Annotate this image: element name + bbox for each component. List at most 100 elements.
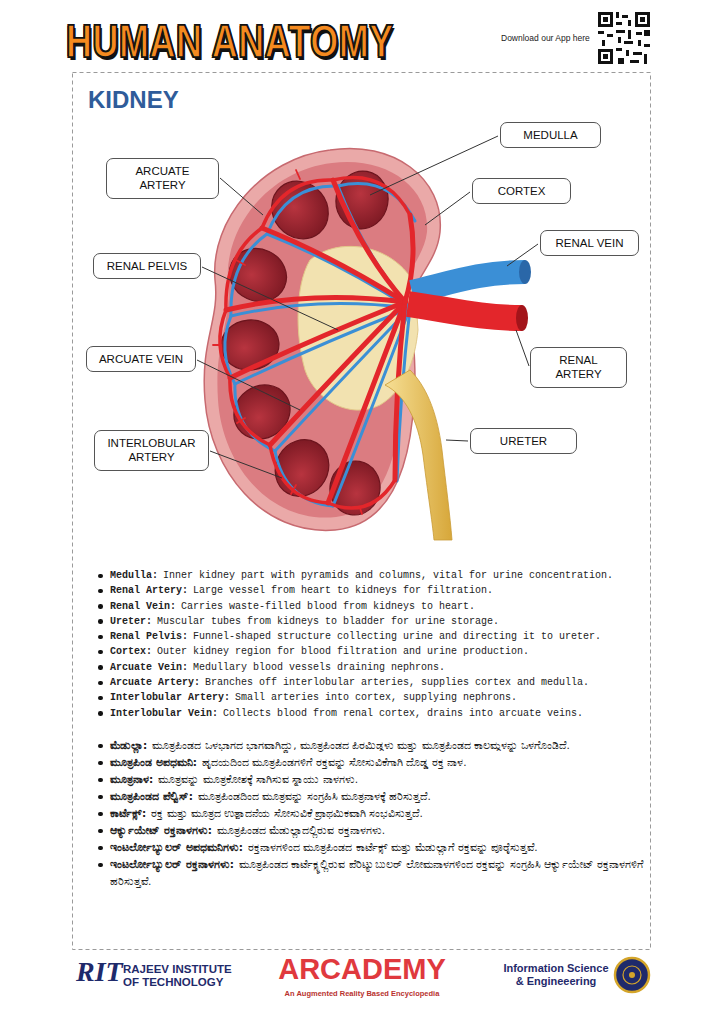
kannada-glossary: ಮೆಡುಲ್ಲಾ: ಮೂತ್ರಪಿಂಡದ ಒಳಭಾಗದ ಭಾಗವಾಗಿದ್ದು, …: [96, 737, 644, 890]
kidney-drawing-part-part-part: [236, 260, 245, 265]
kidney-drawing-part: [412, 272, 525, 292]
kidney-drawing-part-part: [220, 178, 410, 509]
kidney-drawing-part: [519, 260, 531, 284]
kidney-drawing-part-part-part: [220, 310, 230, 378]
glossary-term: ಮೂತ್ರನಾಳ:: [110, 773, 153, 785]
part-label: ARCUATE ARTERY: [113, 164, 212, 193]
kidney-drawing-part-part: [226, 180, 413, 503]
glossary-definition: Carries waste-filled blood from kidneys …: [181, 601, 475, 612]
bullet-dot: [98, 574, 103, 579]
bullet-dot: [98, 863, 103, 868]
bullet-dot: [98, 812, 103, 817]
qr-code-part: [628, 30, 631, 39]
list-item: Interlobular Artery:Small arteries into …: [96, 690, 644, 705]
kidney-drawing-part-part-part: [328, 302, 405, 503]
kidney-drawing-part-part: [213, 170, 362, 514]
part-label: RENAL PELVIS: [100, 259, 194, 273]
kidney-drawing-part-part: [267, 186, 338, 234]
glossary-definition: Funnel-shaped structure collecting urine…: [193, 631, 601, 642]
kidney-drawing-part-part: [235, 384, 275, 451]
part-label-box: URETER: [470, 428, 577, 454]
kidney-drawing-part: [217, 162, 427, 518]
section-heading: KIDNEY: [88, 86, 179, 114]
glossary-term: Arcuate Artery:: [110, 677, 200, 688]
glossary-term: Ureter:: [110, 616, 152, 627]
kidney-drawing-part-part-part: [262, 180, 333, 228]
kidney-drawing-part-part-part: [291, 485, 296, 494]
qr-code-part: [601, 15, 610, 24]
bullet-dot: [98, 711, 103, 716]
kidney-drawing: [204, 148, 531, 540]
part-label: MEDULLA: [507, 128, 594, 142]
qr-code-part: [644, 30, 650, 36]
qr-code-part: [644, 44, 650, 47]
kidney-drawing-part-part-part: [262, 228, 405, 302]
leader-lines-part: [425, 192, 470, 225]
glossary-definition: Collects blood from renal cortex, drains…: [223, 708, 583, 719]
glossary-term: Renal Vein:: [110, 601, 176, 612]
glossary-term: Renal Pelvis:: [110, 631, 188, 642]
qr-code-part: [607, 34, 613, 37]
list-item: Cortex:Outer kidney region for blood fil…: [96, 644, 644, 659]
part-label-box: ARCUATE ARTERY: [106, 158, 219, 199]
kidney-drawing-part-part-part: [333, 178, 410, 215]
qr-code-part: [638, 40, 641, 46]
kidney-drawing-part: [213, 170, 413, 514]
kidney-drawing-part-part-part: [226, 228, 262, 310]
kidney-drawing-part-part-part: [328, 480, 395, 508]
institute-name: RAJEEV INSTITUTE OF TECHNOLOGY: [123, 963, 243, 988]
glossary-definition: Outer kidney region for blood filtration…: [157, 646, 529, 657]
kidney-drawing-part-part-part: [333, 180, 405, 302]
kidney-drawing-part-part: [338, 186, 410, 308]
glossary-definition: ಮೂತ್ರಪಿಂಡದ ಮೆಡುಲ್ಲಾದಲ್ಲಿರುವ ರಕ್ತನಾಳಗಳು.: [217, 824, 385, 836]
qr-code-part: [640, 17, 645, 22]
list-item: Medulla:Inner kidney part with pyramids …: [96, 568, 644, 583]
glossary-definition: Large vessel from heart to kidneys for f…: [193, 585, 493, 596]
kidney-drawing-part: [225, 184, 415, 506]
leader-lines-part: [516, 330, 529, 366]
qr-code-part: [616, 12, 619, 18]
kidney-drawing-part: [204, 148, 440, 530]
qr-code: [598, 12, 650, 64]
qr-code-part: [636, 32, 642, 35]
glossary-term: ಮೂತ್ರಪಿಂಡದ ಪೆಲ್ವಿಸ್:: [110, 790, 193, 802]
part-label: CORTEX: [479, 184, 564, 198]
part-label-box: INTERLOBULAR ARTERY: [94, 430, 209, 471]
kidney-drawing-part-part-part: [270, 302, 405, 445]
kidney-drawing-part-part-part: [213, 344, 221, 346]
bullet-dot: [98, 604, 103, 609]
qr-code-part: [638, 15, 647, 24]
qr-code-part: [603, 17, 608, 22]
part-label-box: ARCUATE VEIN: [86, 346, 196, 372]
bullet-dot: [98, 589, 103, 594]
brand-tagline: An Augmented Reality Based Encyclopedia: [262, 989, 462, 998]
kidney-drawing-part-part: [260, 170, 340, 251]
qr-code-part: [633, 52, 642, 55]
kidney-drawing-part-part-part: [237, 418, 245, 423]
part-label-box: CORTEX: [472, 178, 571, 204]
glossary-definition: Branches off interlobular arteries, supp…: [205, 677, 589, 688]
glossary-term: ಮೆಡುಲ್ಲಾ:: [110, 739, 147, 751]
glossary-term: Renal Artery:: [110, 585, 188, 596]
qr-code-part: [616, 48, 622, 51]
glossary-definition: ರಕ್ತನಾಳಗಳಿಂದ ಮೂತ್ರಪಿಂಡದ ಕಾರ್ಟೆಕ್ಸ್ ಮತ್ತು…: [248, 841, 537, 853]
part-label: URETER: [477, 434, 570, 448]
page-frame: [73, 73, 651, 950]
list-item: ಆರ್ಕ್ಯುಯೇಟ್ ರಕ್ತನಾಳಗಳು:ಮೂತ್ರಪಿಂಡದ ಮೆಡುಲ್…: [96, 822, 644, 839]
qr-code-part: [616, 22, 622, 25]
glossary-definition: Small arteries into cortex, supplying ne…: [235, 692, 517, 703]
leader-lines-part: [446, 440, 468, 441]
qr-code-part: [628, 20, 631, 26]
glossary-definition: ಮೂತ್ರಪಿಂಡದ ಒಳಭಾಗದ ಭಾಗವಾಗಿದ್ದು, ಮೂತ್ರಪಿಂಡ…: [152, 739, 569, 751]
list-item: Arcuate Vein:Medullary blood vessels dra…: [96, 660, 644, 675]
kidney-drawing-part: [408, 304, 522, 318]
glossary-definition: ಮೂತ್ರಪಿಂಡದಿಂದ ಮೂತ್ರವನ್ನು ಸಂಗ್ರಹಿಸಿ ಮೂತ್ರ…: [198, 790, 431, 802]
kidney-drawing-part-part-part: [230, 378, 270, 445]
glossary-term: ಮೂತ್ರಪಿಂಡ ಅಪಧಮನಿ:: [110, 756, 197, 768]
bullet-dot: [98, 761, 103, 766]
department-emblem: [615, 958, 649, 992]
glossary-term: Medulla:: [110, 570, 158, 581]
bullet-dot: [98, 665, 103, 670]
part-label-box: RENAL ARTERY: [530, 347, 627, 388]
